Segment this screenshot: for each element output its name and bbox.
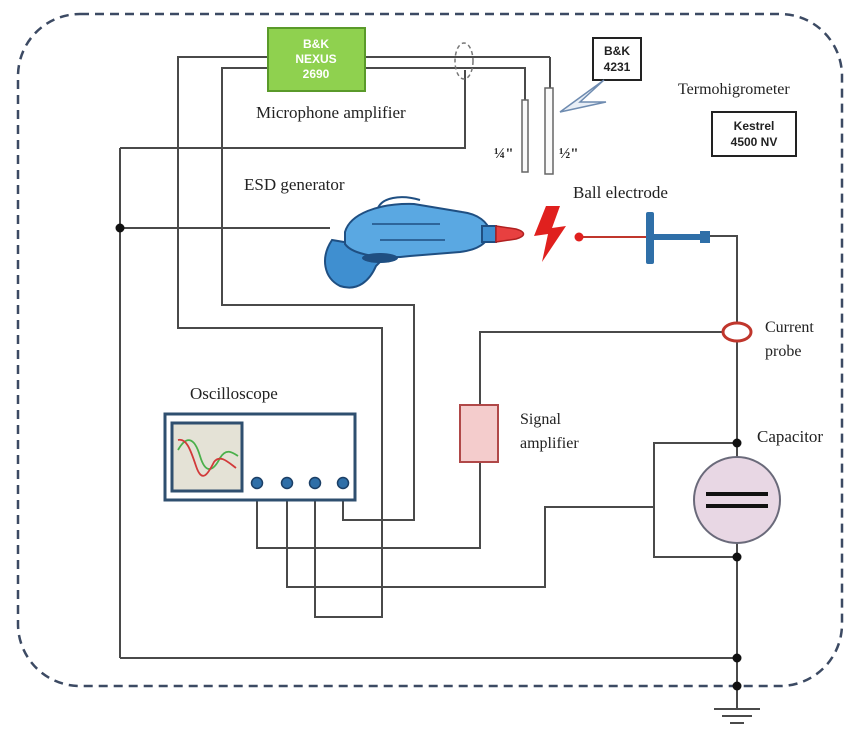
- signal-amplifier-label-line1: Signal: [520, 411, 561, 428]
- signal-amplifier-box: [459, 404, 499, 463]
- capacitor-icon: [693, 456, 781, 544]
- scope-channel-1: [250, 476, 264, 490]
- scope-channel-3: [308, 476, 322, 490]
- junction-dots: [115, 223, 742, 691]
- cable-clamp-icon: [454, 42, 474, 80]
- junction-dot: [732, 552, 742, 562]
- scope-channel-4: [336, 476, 350, 490]
- junction-dot: [115, 223, 125, 233]
- ground-icon: [714, 708, 760, 724]
- kestrel-line1: Kestrel: [734, 119, 775, 133]
- ball-electrode: [574, 212, 710, 264]
- capacitor-label: Capacitor: [757, 427, 823, 446]
- microphone-icon: [521, 87, 554, 175]
- current-probe-label-line1: Current: [765, 319, 814, 336]
- kestrel-line2: 4500 NV: [731, 135, 778, 149]
- junction-dot: [732, 653, 742, 663]
- junction-dot: [732, 681, 742, 691]
- esd-generator-label: ESD generator: [244, 175, 345, 194]
- bk4231-box: B&K 4231: [592, 37, 642, 81]
- bk4231-line1: B&K: [604, 44, 630, 58]
- termohigrometer-label: Termohigrometer: [678, 81, 790, 98]
- scope-channel-2: [280, 476, 294, 490]
- signal-amplifier-label-line2: amplifier: [520, 435, 579, 452]
- enclosure-boundary: [16, 12, 844, 688]
- ball-electrode-label: Ball electrode: [573, 183, 668, 202]
- esd-gun-icon: [324, 196, 525, 289]
- mic-half-label: ½": [559, 146, 579, 162]
- nexus-amplifier-box: B&K NEXUS 2690: [267, 27, 366, 92]
- sound-chevron-icon: [559, 79, 607, 113]
- waveform-red: [177, 438, 237, 477]
- kestrel-box: Kestrel 4500 NV: [711, 111, 797, 157]
- oscilloscope: [163, 412, 357, 502]
- nexus-label-line1: B&K: [303, 37, 329, 51]
- bk4231-line2: 4231: [604, 60, 631, 74]
- junction-dot: [732, 438, 742, 448]
- oscilloscope-label: Oscilloscope: [190, 384, 278, 403]
- current-probe-ring: [721, 321, 753, 343]
- current-probe-label-line2: probe: [765, 343, 801, 360]
- mic-quarter-label: ¼": [494, 146, 514, 162]
- wiring: [119, 56, 738, 708]
- oscilloscope-screen: [170, 421, 244, 493]
- spark-icon: [534, 206, 566, 262]
- microphone-amplifier-label: Microphone amplifier: [256, 103, 406, 122]
- nexus-label-line2: NEXUS: [295, 52, 336, 66]
- nexus-label-line3: 2690: [303, 67, 330, 81]
